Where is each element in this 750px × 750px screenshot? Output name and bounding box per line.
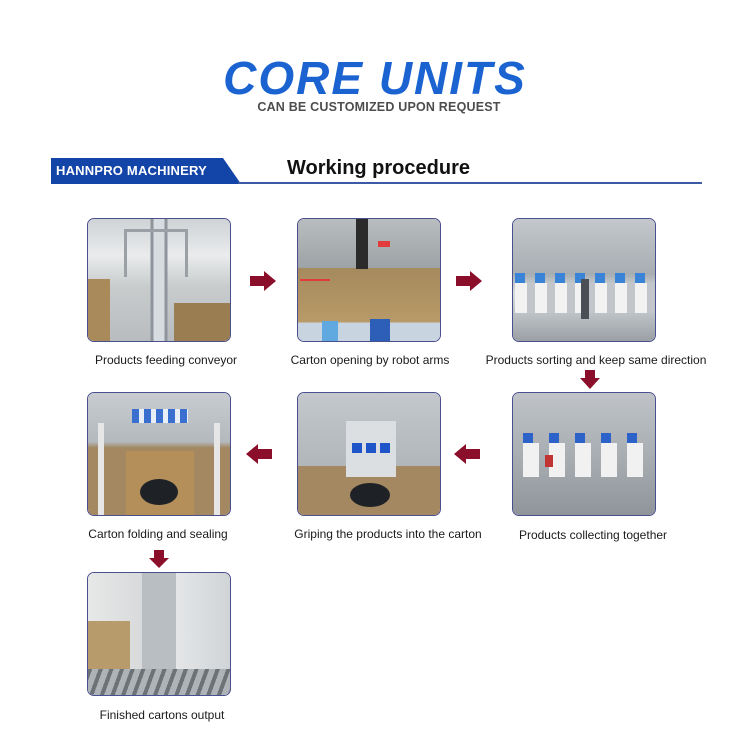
step-6-caption: Carton folding and sealing [88,527,228,541]
section-title: Working procedure [287,157,470,179]
arrow-left-icon [454,444,480,464]
step-2-caption: Carton opening by robot arms [290,353,450,367]
page-subtitle: CAN BE CUSTOMIZED UPON REQUEST [257,100,501,114]
step-6-image [87,392,231,516]
step-1-image [87,218,231,342]
step-4-caption: Products collecting together [518,528,668,542]
brand-banner [51,158,241,184]
step-7-caption: Finished cartons output [99,708,225,722]
brand-label: HANNPRO MACHINERY [56,163,207,178]
step-5-image [297,392,441,516]
arrow-down-icon [149,550,169,568]
step-5-caption: Griping the products into the carton [294,527,482,541]
step-3-image [512,218,656,342]
arrow-right-icon [456,271,482,291]
section-divider [238,182,702,184]
step-2-image [297,218,441,342]
step-3-caption: Products sorting and keep same direction [485,353,707,367]
arrow-down-icon [580,370,600,389]
page-title: CORE UNITS [223,52,527,104]
step-1-caption: Products feeding conveyor [94,353,238,367]
step-7-image [87,572,231,696]
arrow-left-icon [246,444,272,464]
step-4-image [512,392,656,516]
arrow-right-icon [250,271,276,291]
